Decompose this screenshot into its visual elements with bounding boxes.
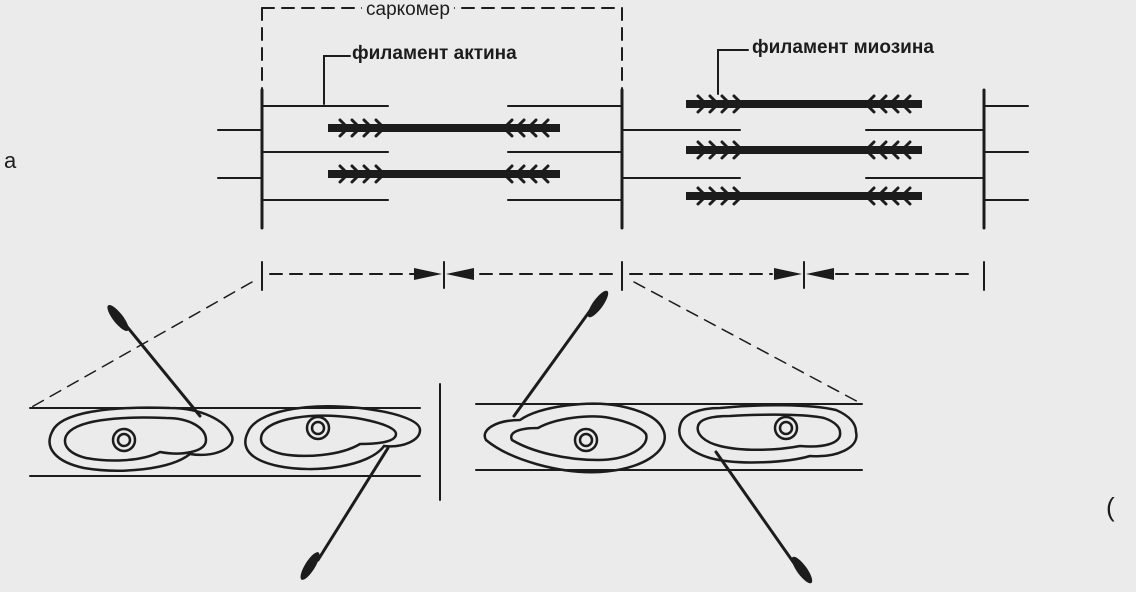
myosin-label-leader bbox=[717, 49, 749, 95]
myosin-filaments-left-sarcomere bbox=[328, 118, 560, 184]
actin-stubs bbox=[217, 105, 1029, 201]
lever-arms bbox=[118, 306, 798, 568]
myosin-filaments-right-sarcomere bbox=[686, 94, 922, 206]
panel-b-label: ( bbox=[1106, 492, 1115, 522]
actin-label-leader bbox=[323, 55, 351, 105]
lever-arm-ends bbox=[107, 290, 813, 584]
enlarged-filaments bbox=[29, 383, 863, 501]
sarcomere-label: саркомер bbox=[362, 0, 454, 19]
dimension-line bbox=[261, 261, 985, 291]
myosin-heads-right bbox=[483, 402, 858, 474]
panel-a-label: а bbox=[4, 148, 17, 173]
actin-filaments-right-sarcomere bbox=[621, 129, 985, 179]
dimension-arrows bbox=[414, 268, 834, 280]
zoom-projection-lines bbox=[29, 281, 863, 409]
z-lines bbox=[260, 88, 986, 230]
actin-filaments-left-sarcomere bbox=[261, 105, 623, 201]
actin-filament-label: филамент актина bbox=[352, 43, 517, 64]
myosin-filament-label: филамент миозина bbox=[752, 37, 934, 58]
myosin-heads-left bbox=[48, 405, 422, 472]
